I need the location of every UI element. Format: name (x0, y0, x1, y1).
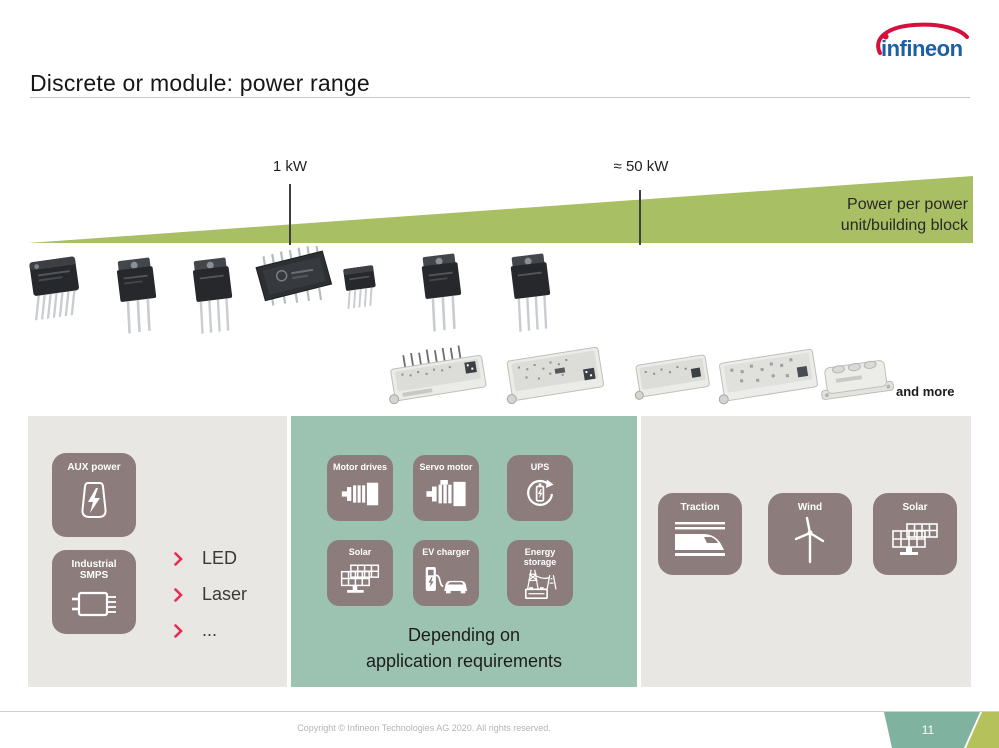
and-more-label: and more (896, 384, 955, 399)
caption-line2: application requirements (365, 651, 563, 671)
discrete-to247-3pin-image (415, 251, 470, 334)
solar-farm-icon (892, 523, 938, 555)
panel-low-power: AUX power Industrial SMPS (28, 416, 287, 687)
discrete-to247-4pin-image (505, 252, 558, 335)
logo-dot (882, 33, 889, 40)
tile-traction: Traction (658, 493, 742, 575)
smps-icon (72, 591, 116, 616)
tile-label: EV charger (422, 547, 470, 557)
ramp-label-line2: unit/building block (840, 217, 968, 234)
solar-panel-icon (340, 564, 380, 593)
tile-solar-farm: Solar (873, 493, 957, 575)
module-econo-image (714, 346, 824, 406)
module-easypack-large-image (502, 342, 608, 408)
tick-50kw-label: ≈ 50 kW (613, 158, 669, 175)
application-list: LED Laser ... (174, 548, 247, 641)
logo-swoosh (876, 22, 969, 55)
infineon-logo: infineon (876, 22, 969, 61)
tile-solar: Solar (327, 540, 393, 606)
tile-label: Industrial SMPS (71, 559, 117, 581)
tile-aux-power: AUX power (52, 453, 136, 537)
tile-label: Traction (680, 502, 720, 513)
ramp-label-line1: Power per power (847, 196, 968, 213)
servo-motor-icon (426, 479, 466, 506)
tile-label: AUX power (67, 462, 121, 473)
tile-label: Servo motor (419, 462, 473, 472)
panel-caption: Depending on application requirements (291, 622, 637, 674)
motor-icon (341, 482, 379, 505)
chevron-bullet-icon (174, 587, 183, 602)
ev-charger-icon (425, 566, 468, 593)
tile-energy-storage: Energy storage (507, 540, 573, 606)
tile-wind: Wind (768, 493, 852, 575)
list-item-label: LED (202, 548, 238, 568)
logo-text: infineon (881, 36, 963, 61)
tile-label: Motor drives (333, 462, 388, 472)
panel-high-power: Traction Wind Solar (641, 416, 971, 687)
title-divider (30, 97, 970, 98)
caption-line1: Depending on (407, 625, 521, 645)
panel-mid-power: Motor drives Servo motor UP (291, 416, 637, 687)
list-item: ... (174, 620, 247, 641)
page-number: 11 (921, 723, 935, 737)
list-item-label: Laser (202, 584, 248, 604)
discrete-dpak-image (339, 262, 384, 317)
discrete-easy-mini-module-image (252, 246, 334, 308)
discrete-to247-4pin-image (188, 256, 241, 337)
discrete-to263-7pin-image (24, 252, 91, 325)
tile-industrial-smps: Industrial SMPS (52, 550, 136, 634)
page-title: Discrete or module: power range (30, 70, 370, 96)
tick-50kw-line (639, 190, 641, 245)
module-easy-small-image (630, 350, 714, 406)
tile-label: Solar (902, 502, 928, 513)
tile-label: Energy storage (523, 547, 557, 567)
chevron-bullet-icon (174, 623, 183, 638)
ups-icon (527, 479, 554, 506)
page-number-badge: 11 (876, 712, 980, 748)
copyright-text: Copyright © Infineon Technologies AG 202… (297, 723, 551, 733)
tile-ev-charger: EV charger (413, 540, 479, 606)
tile-servo-motor: Servo motor (413, 455, 479, 521)
tile-label: Wind (797, 502, 823, 513)
tick-1kw-line (289, 184, 291, 245)
module-easypack-pins-image (383, 344, 495, 410)
list-item: Laser (174, 584, 247, 605)
aux-power-icon (81, 482, 107, 518)
traction-train-icon (675, 522, 725, 556)
list-item-label: ... (202, 620, 218, 640)
tile-label: UPS (530, 462, 550, 472)
discrete-to247-3pin-image (112, 256, 165, 337)
energy-storage-icon (524, 569, 557, 599)
footer-divider (0, 711, 999, 712)
tick-1kw-label: 1 kW (272, 158, 308, 175)
tile-motor-drives: Motor drives (327, 455, 393, 521)
tile-label: Solar (348, 547, 372, 557)
chevron-bullet-icon (174, 551, 183, 566)
power-ramp-wedge (28, 176, 973, 243)
wind-turbine-icon (794, 516, 825, 564)
module-brick-image (816, 354, 896, 404)
tile-ups: UPS (507, 455, 573, 521)
list-item: LED (174, 548, 247, 569)
ramp-label: Power per power unit/building block (841, 194, 968, 236)
